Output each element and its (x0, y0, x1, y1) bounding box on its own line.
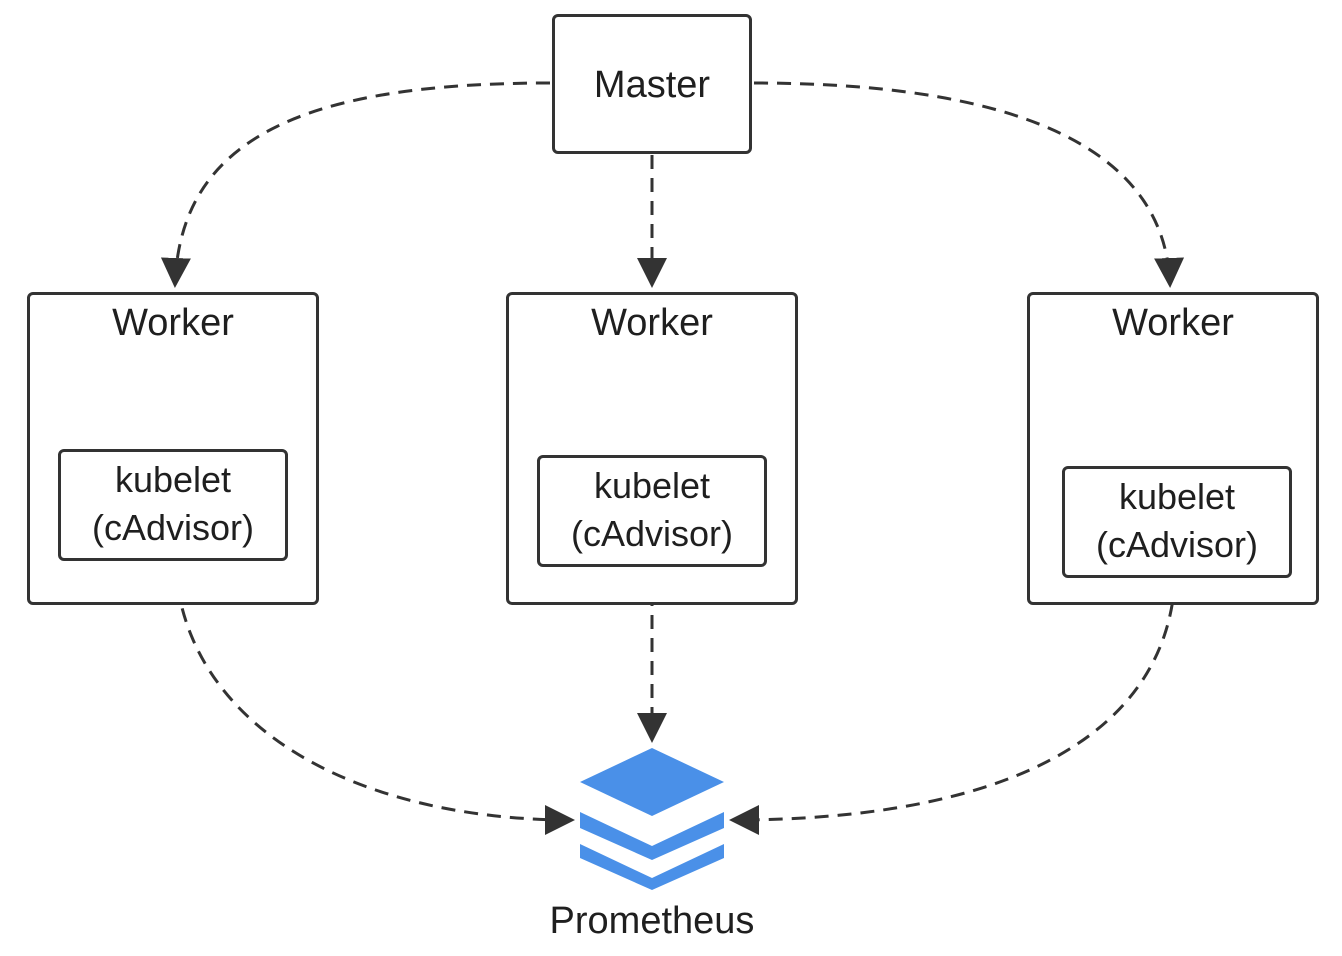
master-label: Master (593, 64, 711, 106)
layer-top (580, 748, 724, 816)
worker-label: Worker (112, 302, 234, 344)
kubelet-box-3: kubelet (cAdvisor) (1062, 466, 1292, 578)
edge-master-to-worker-3 (753, 81, 1185, 288)
layers-icon (580, 748, 724, 890)
kubelet-subtitle: (cAdvisor) (1095, 524, 1259, 565)
edge-kubelet-3-to-prometheus (729, 579, 1177, 835)
kubelet-label: kubelet (cAdvisor) (540, 462, 764, 558)
kubelet-subtitle: (cAdvisor) (570, 513, 734, 554)
master-node: Master (552, 14, 752, 154)
edge-kubelet-1-to-prometheus (173, 562, 575, 835)
layer-middle (580, 812, 724, 860)
layer-bottom (580, 844, 724, 890)
prometheus-label: Prometheus (549, 900, 755, 942)
worker-label: Worker (1112, 302, 1234, 344)
worker-label: Worker (591, 302, 713, 344)
kubelet-box-2: kubelet (cAdvisor) (537, 455, 767, 567)
kubelet-label: kubelet (cAdvisor) (61, 456, 285, 552)
kubelet-name: kubelet (593, 465, 711, 506)
kubelet-name: kubelet (1118, 476, 1236, 517)
kubelet-subtitle: (cAdvisor) (91, 507, 255, 548)
kubelet-name: kubelet (114, 459, 232, 500)
edge-master-to-worker-1 (160, 81, 551, 288)
kubelet-box-1: kubelet (cAdvisor) (58, 449, 288, 561)
kubelet-label: kubelet (cAdvisor) (1065, 473, 1289, 569)
